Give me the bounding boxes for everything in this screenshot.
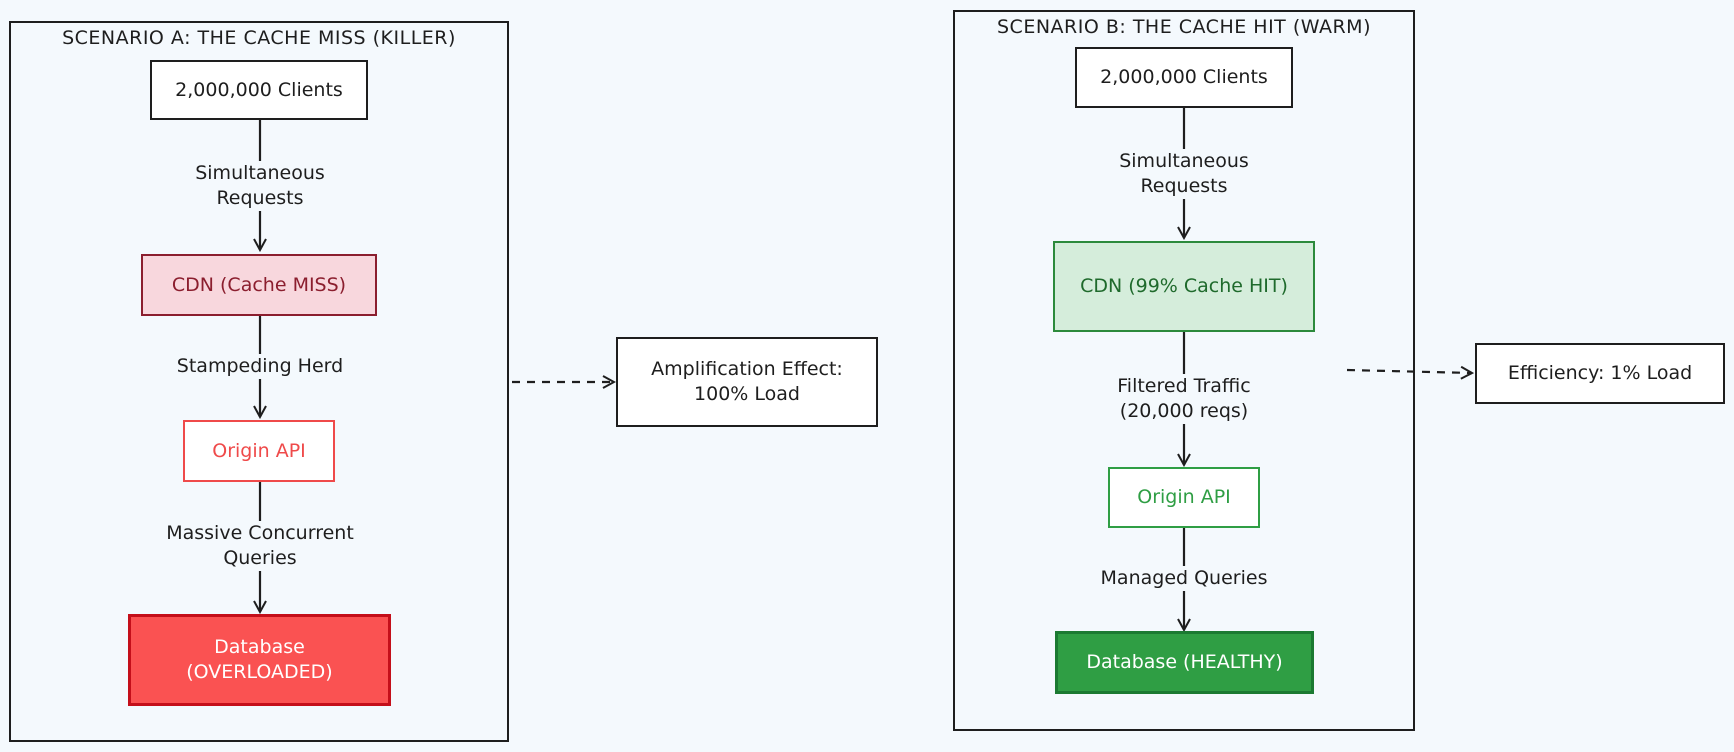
scenario-b-filtered-label: Filtered Traffic (20,000 reqs) [1117,374,1251,424]
scenario-b-requests-label: Simultaneous Requests [1119,149,1249,199]
efficiency-note: Efficiency: 1% Load [1475,343,1725,404]
scenario-b-clients-node: 2,000,000 Clients [1075,47,1293,108]
scenario-a-queries-label: Massive Concurrent Queries [166,521,354,571]
scenario-a-origin-node: Origin API [183,420,335,482]
scenario-a-cluster: SCENARIO A: THE CACHE MISS (KILLER) [9,21,509,742]
scenario-b-queries-label: Managed Queries [1100,566,1268,591]
scenario-a-cdn-node: CDN (Cache MISS) [141,254,377,316]
scenario-a-title: SCENARIO A: THE CACHE MISS (KILLER) [62,27,456,49]
scenario-b-cluster: SCENARIO B: THE CACHE HIT (WARM) [953,10,1415,731]
amplification-effect-note: Amplification Effect: 100% Load [616,337,878,427]
scenario-b-cdn-node: CDN (99% Cache HIT) [1053,241,1315,332]
scenario-b-origin-node: Origin API [1108,467,1260,528]
scenario-a-requests-label: Simultaneous Requests [195,161,325,211]
scenario-b-database-node: Database (HEALTHY) [1055,631,1314,694]
scenario-a-clients-node: 2,000,000 Clients [150,60,368,120]
scenario-a-database-node: Database (OVERLOADED) [128,614,391,706]
edge-b-efficiency [1346,370,1472,373]
scenario-b-title: SCENARIO B: THE CACHE HIT (WARM) [997,16,1371,38]
scenario-a-stampede-label: Stampeding Herd [176,354,344,379]
